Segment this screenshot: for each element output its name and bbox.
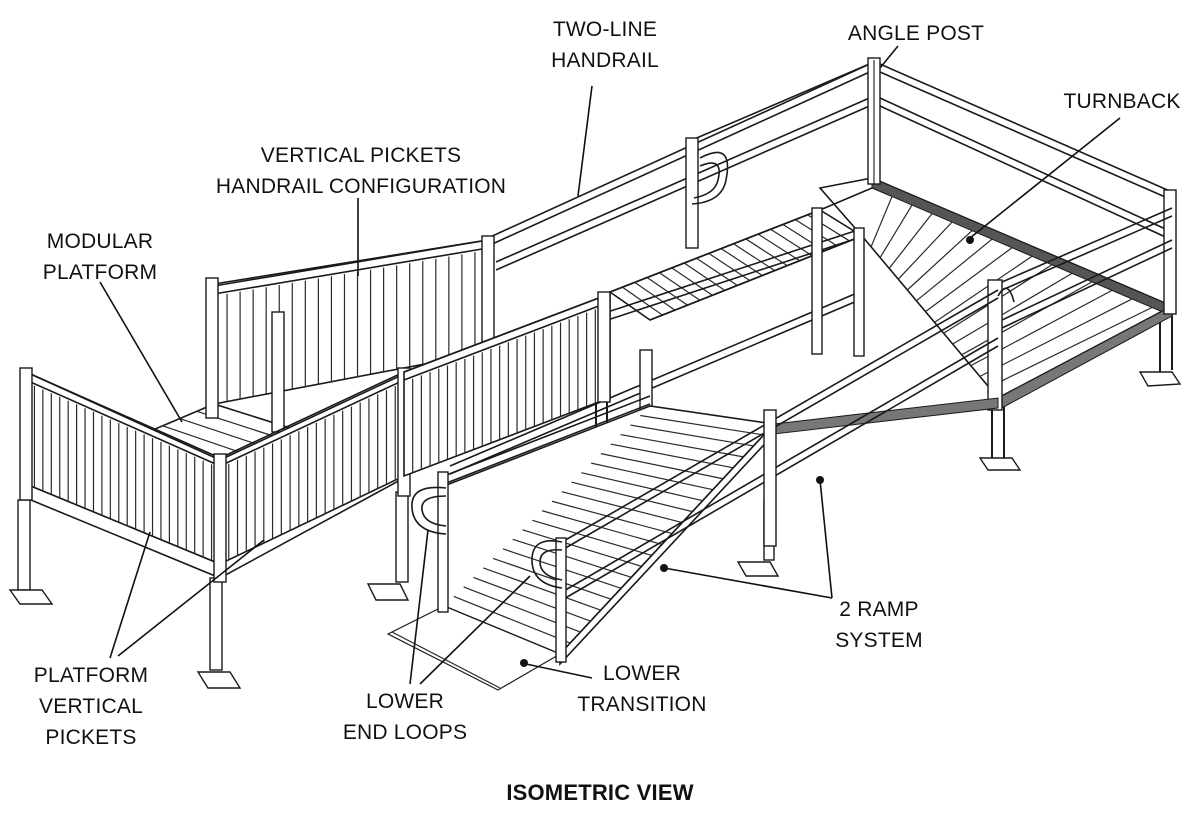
label-platform-vertical-pickets: PLATFORM VERTICAL PICKETS: [26, 660, 156, 753]
deck-slat: [988, 306, 1153, 388]
deck-slat: [600, 453, 724, 480]
deck-slat: [581, 472, 703, 502]
label-line: ANGLE POST: [847, 22, 985, 45]
label-vertical-pickets-handrail: VERTICAL PICKETS HANDRAIL CONFIGURATION: [196, 140, 526, 202]
deck-slat: [453, 595, 571, 644]
deck-slat: [870, 196, 893, 248]
view-title: ISOMETRIC VIEW: [506, 780, 694, 805]
deck-slat: [925, 247, 1013, 313]
deck-slat: [551, 500, 673, 535]
deck-slat: [770, 228, 813, 257]
deck-slat: [683, 262, 726, 291]
label-line: LOWER: [365, 690, 444, 713]
deck-slat: [745, 238, 788, 267]
leader-lines: [99, 45, 1121, 685]
deck-slat: [591, 462, 713, 491]
label-line: 2 RAMP: [839, 598, 919, 621]
deck-slat: [934, 255, 1033, 323]
deck-slat: [757, 233, 800, 262]
label-modular-platform: MODULAR PLATFORM: [28, 226, 172, 288]
deck-slat: [952, 272, 1073, 345]
deck-slat: [897, 221, 953, 280]
label-turnback: TURNBACK: [1052, 86, 1192, 117]
label-line: VERTICAL PICKETS: [260, 144, 462, 167]
deck-slat: [879, 204, 913, 258]
deck-slat: [916, 238, 993, 302]
deck-slat: [696, 257, 738, 286]
upper-ramp: [608, 209, 864, 321]
deck-slat: [646, 277, 688, 306]
label-angle-post: ANGLE POST: [836, 18, 996, 49]
label-two-line-handrail: TWO-LINE HANDRAIL: [540, 14, 670, 76]
label-line: HANDRAIL: [551, 49, 659, 72]
deck-slat: [961, 281, 1093, 356]
deck-slat: [610, 443, 734, 469]
label-line: SYSTEM: [835, 629, 923, 652]
deck-slat: [979, 298, 1133, 377]
deck-slat: [906, 230, 973, 291]
label-lower-end-loops: LOWER END LOOPS: [328, 686, 482, 748]
label-line: VERTICAL: [39, 695, 143, 718]
label-line: TWO-LINE: [552, 18, 658, 41]
deck-slat: [888, 213, 933, 269]
label-line: PICKETS: [45, 726, 137, 749]
deck-slat: [473, 576, 591, 622]
deck-slat: [571, 481, 693, 513]
label-line: LOWER: [602, 662, 681, 685]
label-line: TRANSITION: [577, 693, 707, 716]
label-line: PLATFORM: [42, 261, 158, 284]
label-line: END LOOPS: [342, 721, 468, 744]
deck-slat: [483, 567, 601, 611]
deck-slat: [620, 433, 744, 458]
label-two-ramp-system: 2 RAMP SYSTEM: [816, 594, 942, 656]
deck-slat: [671, 267, 713, 296]
label-lower-transition: LOWER TRANSITION: [562, 658, 722, 720]
label-line: HANDRAIL CONFIGURATION: [215, 175, 507, 198]
label-line: PLATFORM: [33, 664, 149, 687]
deck-slat: [640, 414, 764, 436]
deck-slat: [492, 557, 612, 600]
lower-ramp: [386, 289, 999, 691]
deck-slat: [659, 272, 701, 301]
label-line: TURNBACK: [1063, 90, 1181, 113]
deck-slat: [522, 529, 642, 567]
label-line: MODULAR: [46, 230, 154, 253]
two-line-handrail: [487, 57, 1177, 411]
ramp-picket-panel: [403, 291, 611, 478]
deck-slat: [532, 519, 652, 557]
deck-slat: [733, 243, 776, 272]
